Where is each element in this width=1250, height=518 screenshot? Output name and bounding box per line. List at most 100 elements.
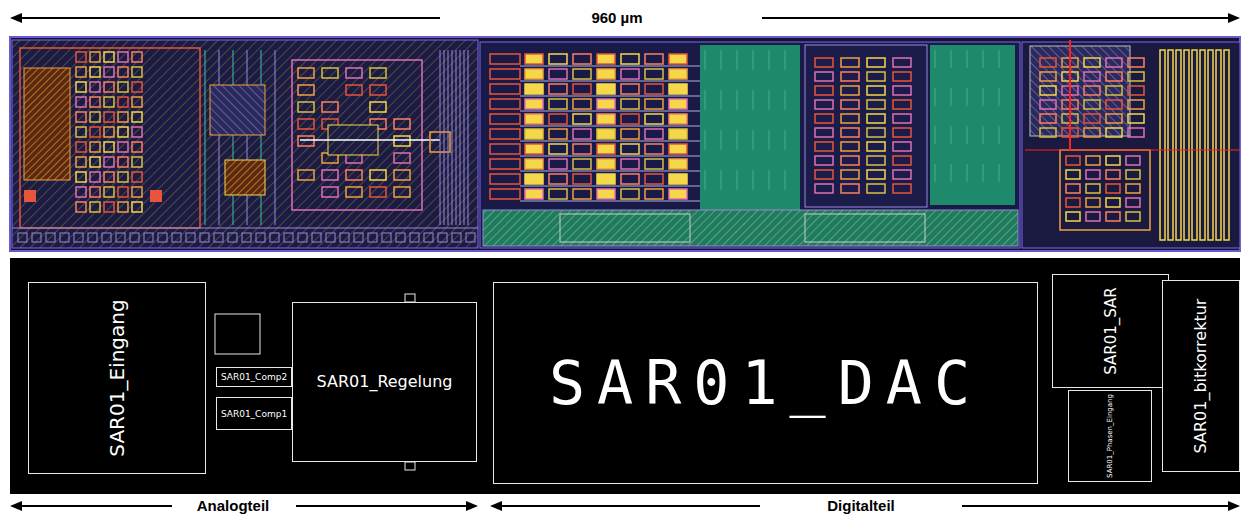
layout-cell	[298, 233, 307, 242]
layout-cell	[815, 184, 833, 193]
layout-wire	[951, 50, 952, 68]
layout-cell	[1126, 184, 1140, 193]
layout-cell	[340, 233, 349, 242]
layout-cell	[90, 112, 100, 122]
layout-cell	[525, 144, 543, 154]
layout-wire	[737, 90, 738, 110]
layout-wire	[999, 164, 1000, 182]
layout-wire	[999, 50, 1000, 68]
layout-wire	[737, 130, 738, 150]
layout-wire	[983, 126, 984, 144]
layout-wire	[785, 90, 786, 110]
layout-cell	[1084, 72, 1100, 81]
layout-wire	[967, 50, 968, 68]
layout-cell	[1168, 50, 1173, 240]
layout-cell	[150, 190, 162, 202]
layout-wire	[205, 50, 206, 225]
layout-cell	[200, 233, 209, 242]
layout-wire	[935, 164, 936, 182]
layout-cell	[298, 136, 314, 146]
block-name: SAR01_Regelung	[317, 374, 453, 390]
layout-cell	[1086, 198, 1100, 207]
layout-cell	[90, 127, 100, 137]
layout-cell	[1086, 156, 1100, 165]
layout-cell	[549, 99, 567, 109]
layout-cell	[1126, 198, 1140, 207]
layout-cell	[1126, 156, 1140, 165]
layout-cell	[1184, 50, 1189, 240]
layout-cell	[1106, 128, 1122, 137]
layout-cell	[669, 129, 687, 139]
layout-cell	[1106, 72, 1122, 81]
layout-cell	[841, 142, 859, 151]
layout-cell	[118, 157, 128, 167]
layout-cell	[1106, 170, 1120, 179]
layout-cell	[214, 233, 223, 242]
layout-cell	[1066, 212, 1080, 221]
floorplan-block: SAR01_bitkorrektur	[1162, 280, 1240, 472]
layout-cell	[597, 114, 615, 124]
layout-cell	[480, 42, 1020, 248]
layout-cell	[645, 69, 663, 79]
layout-cell	[573, 114, 591, 124]
layout-cell	[118, 172, 128, 182]
layout-cell	[1192, 50, 1197, 240]
layout-cell	[76, 157, 86, 167]
pin-tab	[405, 462, 415, 470]
layout-cell	[645, 129, 663, 139]
layout-wire	[983, 88, 984, 106]
layout-cell	[118, 187, 128, 197]
layout-cell	[525, 129, 543, 139]
layout-wire	[999, 126, 1000, 144]
dimension-label: 960 µm	[588, 9, 645, 27]
layout-cell	[893, 114, 911, 123]
layout-cell	[298, 68, 314, 78]
layout-cell	[645, 174, 663, 184]
layout-wire	[769, 90, 770, 110]
layout-cell	[815, 72, 833, 81]
layout-cell	[669, 144, 687, 154]
layout-cell	[621, 144, 639, 154]
layout-wire	[520, 126, 700, 127]
layout-cell	[573, 129, 591, 139]
layout-wire	[967, 164, 968, 182]
layout-wire	[951, 164, 952, 182]
layout-cell	[1106, 86, 1122, 95]
layout-cell	[1128, 86, 1144, 95]
floorplan-block: SAR01_SAR	[1052, 274, 1169, 388]
section-label: Analogteil	[194, 497, 273, 515]
layout-cell	[370, 102, 386, 112]
layout-cell	[669, 99, 687, 109]
layout-cell	[1106, 156, 1120, 165]
layout-wire	[520, 96, 700, 97]
layout-cell	[621, 114, 639, 124]
layout-wire	[721, 170, 722, 190]
layout-cell	[525, 69, 543, 79]
layout-cell	[645, 99, 663, 109]
layout-wire	[1025, 150, 1240, 151]
layout-cell	[1084, 114, 1100, 123]
layout-cell	[1224, 50, 1229, 240]
layout-cell	[242, 233, 251, 242]
chip-layout	[10, 37, 1240, 251]
layout-cell	[490, 84, 520, 94]
layout-cell	[346, 170, 362, 180]
layout-cell	[1060, 150, 1150, 230]
layout-cell	[490, 159, 520, 169]
layout-cell	[424, 233, 433, 242]
layout-cell	[893, 72, 911, 81]
layout-cell	[88, 233, 97, 242]
layout-cell	[841, 184, 859, 193]
layout-cell	[104, 52, 114, 62]
layout-cell	[815, 86, 833, 95]
section-label: Digitalteil	[824, 497, 898, 515]
layout-cell	[1128, 100, 1144, 109]
layout-cell	[116, 233, 125, 242]
layout-wire	[468, 50, 469, 225]
layout-cell	[322, 68, 338, 78]
layout-wire	[737, 170, 738, 190]
layout-cell	[132, 127, 142, 137]
layout-cell	[76, 172, 86, 182]
layout-cell	[368, 233, 377, 242]
